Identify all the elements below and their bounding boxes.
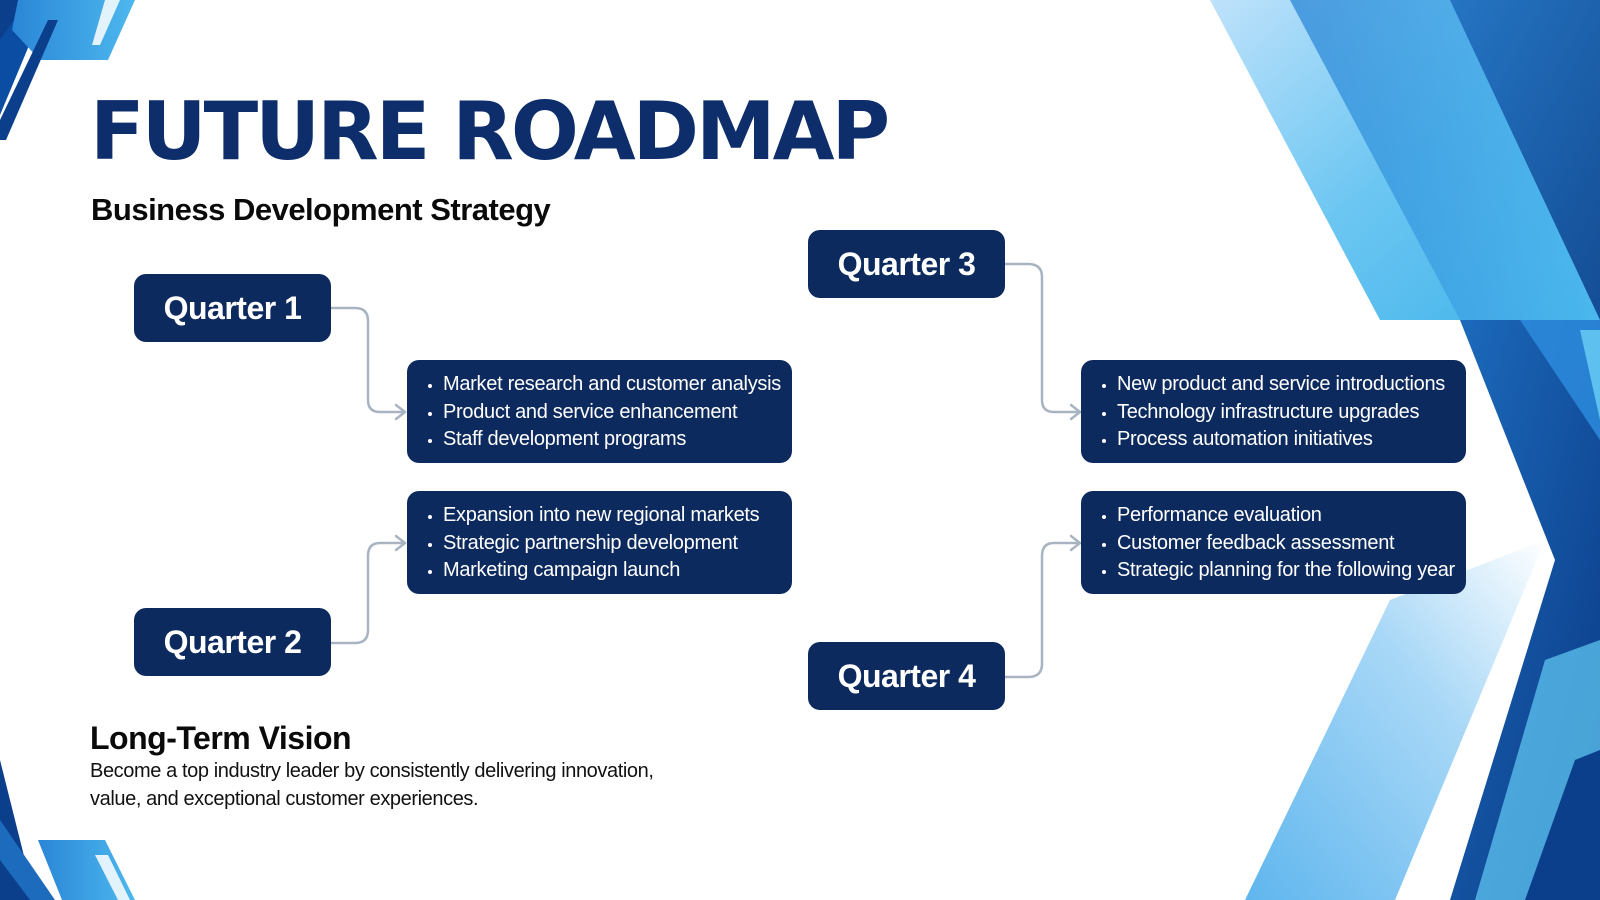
list-item: Technology infrastructure upgrades	[1117, 399, 1454, 427]
quarter-4-label: Quarter 4	[808, 642, 1005, 710]
connector-q3	[1003, 262, 1082, 414]
list-item: Market research and customer analysis	[443, 371, 781, 399]
quarter-1-tasks: Market research and customer analysis Pr…	[407, 360, 792, 463]
list-item: Process automation initiatives	[1117, 426, 1454, 454]
page-subtitle: Business Development Strategy	[91, 192, 551, 227]
arrowhead-q3	[1069, 403, 1082, 421]
vision-text: Become a top industry leader by consiste…	[90, 760, 654, 810]
list-item: Product and service enhancement	[443, 399, 780, 427]
vision-title: Long-Term Vision	[90, 720, 352, 756]
list-item: Performance evaluation	[1117, 502, 1454, 530]
list-item: Expansion into new regional markets	[443, 502, 780, 530]
list-item: Strategic partnership development	[443, 530, 780, 558]
arrowhead-q4	[1069, 534, 1082, 552]
page-title: FUTURE ROADMAP	[90, 85, 890, 178]
connector-q1	[329, 306, 407, 414]
bottom-right-stripes	[1245, 540, 1600, 900]
top-right-stripes	[1210, 0, 1600, 320]
quarter-2-tasks: Expansion into new regional markets Stra…	[407, 491, 792, 594]
quarter-3-tasks: New product and service introductions Te…	[1081, 360, 1466, 463]
quarter-2-label: Quarter 2	[134, 608, 331, 676]
connector-q2	[329, 541, 407, 645]
bottom-left-corner	[0, 760, 135, 900]
quarter-3-label: Quarter 3	[808, 230, 1005, 298]
arrowhead-q1	[394, 403, 407, 421]
quarter-4-tasks: Performance evaluation Customer feedback…	[1081, 491, 1466, 594]
list-item: Marketing campaign launch	[443, 557, 780, 585]
top-left-corner	[0, 0, 135, 140]
list-item: Strategic planning for the following yea…	[1117, 557, 1455, 585]
connector-q4	[1003, 541, 1082, 679]
list-item: Staff development programs	[443, 426, 780, 454]
arrowhead-q2	[394, 534, 407, 552]
list-item: Customer feedback assessment	[1117, 530, 1454, 558]
list-item: New product and service introductions	[1117, 371, 1454, 399]
quarter-1-label: Quarter 1	[134, 274, 331, 342]
